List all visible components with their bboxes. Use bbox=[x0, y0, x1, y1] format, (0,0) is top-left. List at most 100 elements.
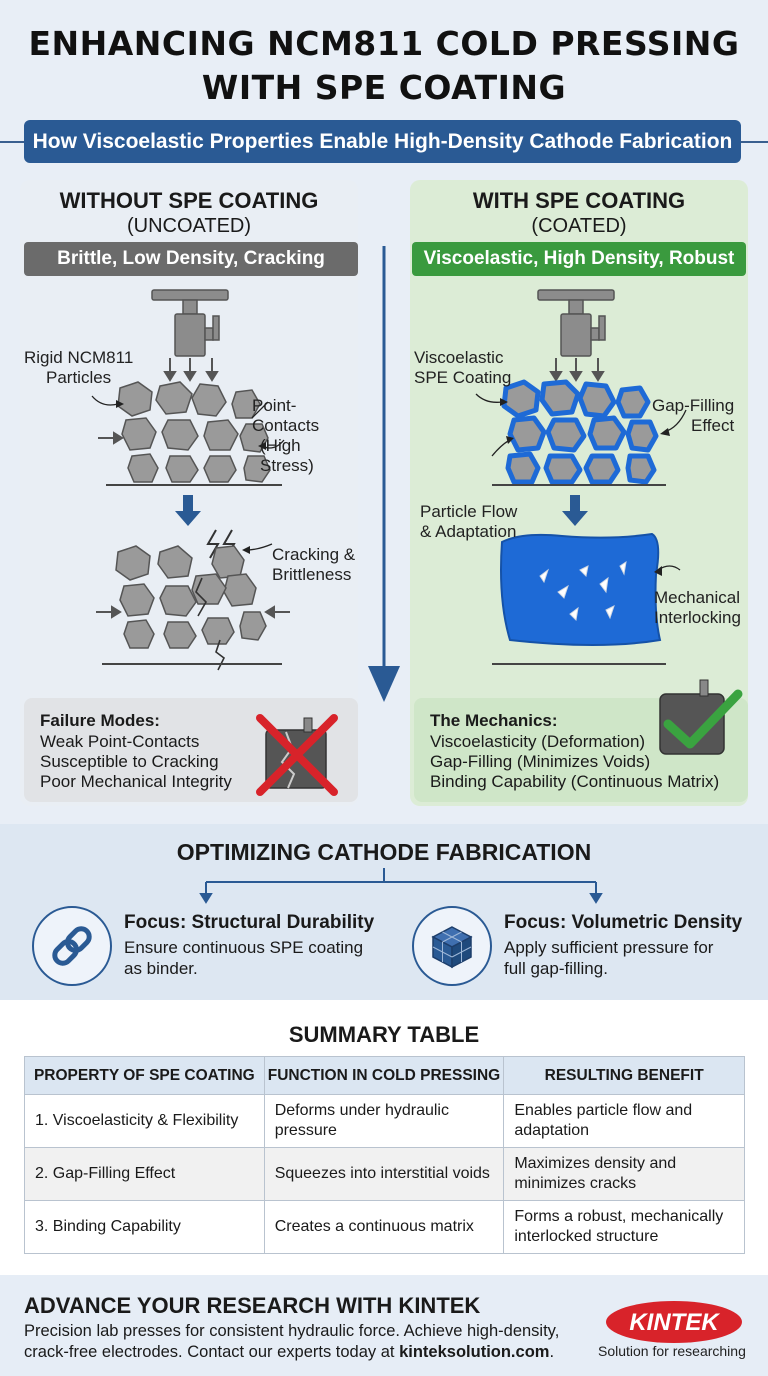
table-cell: 3. Binding Capability bbox=[24, 1200, 265, 1254]
table-cell: Forms a robust, mechanically interlocked… bbox=[503, 1200, 745, 1254]
focus-durability-title: Focus: Structural Durability bbox=[124, 912, 375, 933]
table-header-cell: RESULTING BENEFIT bbox=[503, 1056, 745, 1095]
table-header-cell: PROPERTY OF SPE COATING bbox=[24, 1056, 265, 1095]
callout-line: & Adaptation bbox=[420, 522, 517, 541]
failure-mode-item: Susceptible to Cracking bbox=[40, 752, 219, 771]
kintek-logo[interactable]: KINTEK bbox=[604, 1299, 744, 1345]
summary-section: SUMMARY TABLE PROPERTY OF SPE COATING FU… bbox=[0, 1000, 768, 1275]
focus-text-line: as binder. bbox=[124, 959, 198, 978]
coated-heading: WITH SPE COATING bbox=[472, 188, 686, 213]
callout-gap-filling: Gap-Filling Effect bbox=[652, 396, 734, 436]
table-row: 1. Viscoelasticity & Flexibility Deforms… bbox=[24, 1094, 745, 1148]
cube-icon bbox=[412, 906, 492, 986]
branch-connector bbox=[199, 868, 603, 904]
table-cell: Deforms under hydraulic pressure bbox=[263, 1094, 505, 1148]
subtitle-banner: How Viscoelastic Properties Enable High-… bbox=[24, 120, 741, 163]
coated-particles bbox=[501, 379, 659, 485]
page-title: ENHANCING NCM811 COLD PRESSING WITH SPE … bbox=[0, 0, 768, 110]
uncoated-tag: Brittle, Low Density, Cracking bbox=[24, 242, 358, 276]
success-pellet-icon bbox=[659, 679, 743, 755]
failure-modes-title: Failure Modes: bbox=[40, 711, 160, 730]
callout-line: Rigid NCM811 bbox=[24, 348, 134, 367]
table-cell: 1. Viscoelasticity & Flexibility bbox=[24, 1094, 265, 1148]
website-link[interactable]: kinteksolution.com bbox=[399, 1343, 550, 1361]
callout-line: Effect bbox=[691, 416, 735, 435]
failure-mode-item: Poor Mechanical Integrity bbox=[40, 772, 232, 791]
callout-rigid-particles: Rigid NCM811 Particles bbox=[24, 348, 133, 388]
press-arrows bbox=[163, 358, 219, 382]
summary-table: PROPERTY OF SPE COATING FUNCTION IN COLD… bbox=[24, 1056, 745, 1254]
focus-density-title: Focus: Volumetric Density bbox=[504, 912, 743, 933]
table-row: 2. Gap-Filling Effect Squeezes into inte… bbox=[24, 1147, 745, 1201]
press-arrows bbox=[549, 358, 605, 382]
mechanics-item: Binding Capability (Continuous Matrix) bbox=[430, 772, 720, 791]
callout-line: Viscoelastic bbox=[414, 348, 504, 367]
continuous-matrix bbox=[500, 532, 662, 646]
footer: ADVANCE YOUR RESEARCH WITH KINTEK Precis… bbox=[0, 1275, 768, 1376]
failed-pellet-icon bbox=[256, 714, 338, 796]
chain-link-icon bbox=[32, 906, 112, 986]
coated-panel: WITH SPE COATING (COATED) Viscoelastic, … bbox=[410, 180, 748, 806]
center-down-arrow-icon bbox=[368, 246, 400, 702]
focus-text-line: Apply sufficient pressure for bbox=[504, 938, 714, 957]
footer-end: . bbox=[549, 1343, 555, 1361]
footer-title: ADVANCE YOUR RESEARCH WITH KINTEK bbox=[24, 1293, 481, 1318]
logo-text: KINTEK bbox=[629, 1309, 720, 1336]
table-header-cell: FUNCTION IN COLD PRESSING bbox=[263, 1056, 505, 1095]
table-cell: Maximizes density and minimizes cracks bbox=[503, 1147, 745, 1201]
callout-line: (High Stress) bbox=[260, 436, 314, 475]
callout-particle-flow: Particle Flow & Adaptation bbox=[420, 502, 517, 542]
summary-title: SUMMARY TABLE bbox=[288, 1022, 480, 1047]
table-row: 3. Binding Capability Creates a continuo… bbox=[24, 1200, 745, 1254]
callout-cracking: Cracking & Brittleness bbox=[272, 545, 355, 585]
callout-line: Mechanical bbox=[654, 588, 740, 607]
uncoated-diagram bbox=[91, 289, 290, 671]
failure-mode-item: Weak Point-Contacts bbox=[40, 732, 200, 751]
header: ENHANCING NCM811 COLD PRESSING WITH SPE … bbox=[0, 0, 768, 115]
press-icon bbox=[537, 289, 615, 357]
coated-subheading: (COATED) bbox=[531, 215, 627, 237]
uncoated-heading: WITHOUT SPE COATING bbox=[59, 188, 319, 213]
uncoated-panel: WITHOUT SPE COATING (UNCOATED) Brittle, … bbox=[20, 180, 358, 806]
title-line-2: WITH SPE COATING bbox=[201, 68, 567, 107]
callout-line: Gap-Filling bbox=[652, 396, 735, 415]
mechanics-box: The Mechanics: Viscoelasticity (Deformat… bbox=[414, 679, 748, 802]
cracked-particles bbox=[115, 545, 267, 649]
focus-text-line: Ensure continuous SPE coating bbox=[124, 938, 364, 957]
failure-modes-box: Failure Modes: Weak Point-Contacts Susce… bbox=[24, 698, 358, 802]
table-cell: Squeezes into interstitial voids bbox=[263, 1147, 505, 1201]
optimizing-section: OPTIMIZING CATHODE FABRICATION Focus: St… bbox=[0, 824, 768, 1000]
callout-line: Particle Flow bbox=[420, 502, 518, 521]
focus-text-line: full gap-filling. bbox=[504, 959, 608, 978]
transition-arrow-icon bbox=[562, 495, 588, 526]
optimizing-title: OPTIMIZING CATHODE FABRICATION bbox=[176, 839, 592, 865]
table-header-row: PROPERTY OF SPE COATING FUNCTION IN COLD… bbox=[24, 1056, 745, 1095]
title-line-1: ENHANCING NCM811 COLD PRESSING bbox=[28, 24, 740, 63]
mechanics-item: Gap-Filling (Minimizes Voids) bbox=[430, 752, 651, 771]
table-cell: 2. Gap-Filling Effect bbox=[24, 1147, 265, 1201]
uncoated-subheading: (UNCOATED) bbox=[126, 215, 252, 237]
callout-line: Cracking & bbox=[272, 545, 356, 564]
callout-spe-coating: Viscoelastic SPE Coating bbox=[414, 348, 511, 388]
callout-interlocking: Mechanical Interlocking bbox=[654, 588, 741, 628]
table-cell: Enables particle flow and adaptation bbox=[503, 1094, 745, 1148]
coated-tag: Viscoelastic, High Density, Robust bbox=[412, 242, 746, 276]
transition-arrow-icon bbox=[175, 495, 201, 526]
focus-durability-text: Ensure continuous SPE coating as binder. bbox=[124, 937, 374, 979]
callout-line: Particles bbox=[46, 368, 112, 387]
rigid-particles bbox=[117, 381, 271, 483]
press-icon bbox=[151, 289, 229, 357]
callout-line: Interlocking bbox=[654, 608, 741, 627]
focus-density-text: Apply sufficient pressure for full gap-f… bbox=[504, 937, 754, 979]
callout-point-contacts: Point-Contacts (High Stress) bbox=[252, 396, 358, 476]
logo-tagline: Solution for researching bbox=[598, 1343, 746, 1359]
callout-line: Point-Contacts bbox=[252, 396, 320, 435]
callout-line: SPE Coating bbox=[414, 368, 512, 387]
mechanics-item: Viscoelasticity (Deformation) bbox=[430, 732, 646, 751]
table-cell: Creates a continuous matrix bbox=[263, 1200, 505, 1254]
coated-diagram bbox=[475, 289, 687, 665]
callout-line: Brittleness bbox=[272, 565, 352, 584]
mechanics-title: The Mechanics: bbox=[430, 711, 558, 730]
footer-body: Precision lab presses for consistent hyd… bbox=[24, 1322, 560, 1361]
footer-text: Precision lab presses for consistent hyd… bbox=[24, 1321, 584, 1363]
